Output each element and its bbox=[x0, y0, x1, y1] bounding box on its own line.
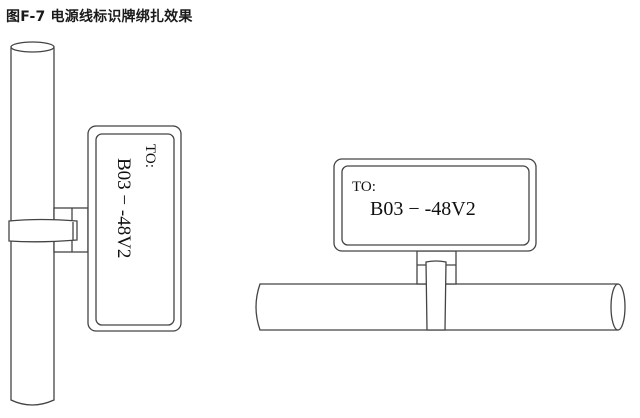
vertical-cable-top-end bbox=[10, 41, 55, 53]
vertical-cable-tie bbox=[8, 218, 78, 243]
vertical-cable-assembly: TO: B03 − -48V2 bbox=[8, 41, 182, 406]
vertical-label-plate-inner bbox=[95, 133, 175, 326]
horizontal-cable-tie bbox=[425, 260, 447, 331]
horizontal-cable-right-end bbox=[610, 283, 626, 331]
figure-caption: 图F-7 电源线标识牌绑扎效果 bbox=[6, 9, 193, 25]
vertical-label-to: TO: bbox=[142, 144, 158, 168]
horizontal-label-code: B03 − -48V2 bbox=[370, 198, 476, 220]
horizontal-label-to: TO: bbox=[352, 179, 376, 195]
horizontal-label-plate-inner bbox=[341, 165, 530, 246]
horizontal-cable-assembly: TO: B03 − -48V2 bbox=[255, 158, 626, 331]
vertical-label-code: B03 − -48V2 bbox=[113, 158, 134, 258]
